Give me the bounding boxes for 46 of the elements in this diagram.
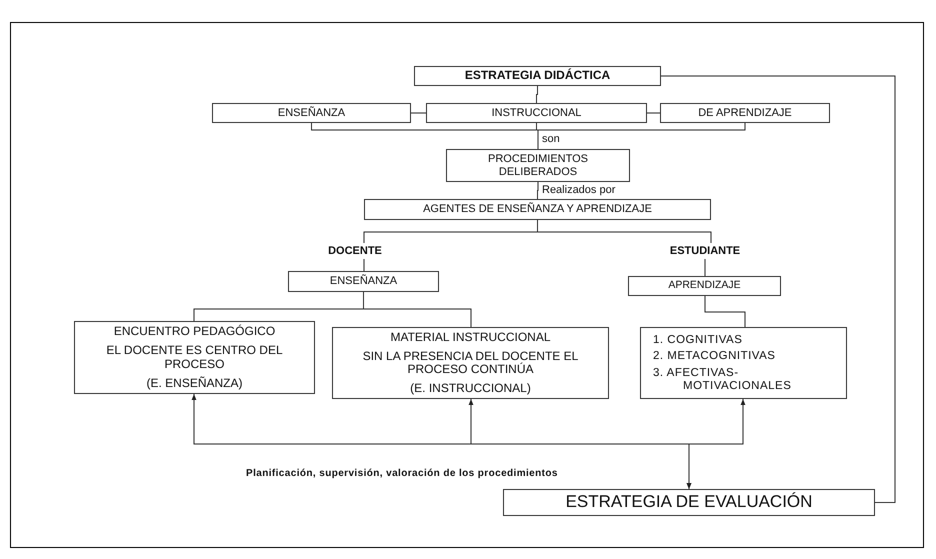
connector-line [538, 122, 746, 150]
box-text: ENSEÑANZA [278, 106, 346, 120]
process-box [212, 103, 411, 123]
process-box [628, 276, 781, 296]
process-box [446, 149, 630, 182]
box-text: (E. ENSEÑANZA) [146, 376, 242, 390]
process-box [660, 103, 830, 123]
connector-line [537, 182, 538, 200]
box-text: AGENTES DE ENSEÑANZA Y APRENDIZAJE [423, 203, 652, 216]
box-text: ENSEÑANZA [330, 275, 398, 288]
role-label: DOCENTE [328, 244, 382, 258]
box-text: MATERIAL INSTRUCCIONAL [390, 330, 551, 344]
edge-label: Realizados por [540, 184, 618, 196]
connector-line [410, 112, 426, 114]
box-text: DE APRENDIZAJE [698, 106, 792, 120]
evaluation-box [503, 489, 875, 516]
box-text: 2. METACOGNITIVAS [653, 350, 776, 363]
box-text: (E. INSTRUCCIONAL) [410, 382, 531, 396]
connector-line [660, 76, 896, 503]
title-box [414, 66, 661, 86]
process-box [426, 103, 647, 123]
box-text: 3. AFECTIVAS- MOTIVACIONALES [653, 367, 792, 392]
list-box [640, 327, 847, 399]
box-text: ESTRATEGIA DE EVALUACIÓN [566, 493, 812, 512]
box-text: ENCUENTRO PEDAGÓGICO [114, 325, 276, 338]
process-box [364, 199, 711, 220]
box-text: 1. COGNITIVAS [653, 334, 744, 346]
arrow [686, 398, 746, 490]
process-box [332, 327, 609, 399]
connector-line [704, 296, 746, 328]
connector-line [704, 258, 706, 276]
edge-label: son [540, 133, 562, 145]
box-text: INSTRUCCIONAL [492, 106, 582, 120]
connector-line [537, 220, 712, 244]
connector-line [646, 112, 660, 114]
box-text: APRENDIZAJE [668, 280, 741, 292]
connector-line [536, 86, 538, 104]
connector-line [363, 292, 472, 328]
process-box [74, 321, 315, 394]
role-label: ESTUDIANTE [670, 244, 740, 258]
box-text: SIN LA PRESENCIA DEL DOCENTE EL PROCESO CONTINÚA [362, 350, 580, 376]
box-text: EL DOCENTE ES CENTRO DEL PROCESO [105, 344, 284, 371]
box-text: PROCEDIMIENTOS DELIBERADOS [487, 153, 589, 178]
process-box [288, 271, 439, 292]
note-text: Planificación, supervisión, valoración de los procedimientos [246, 468, 558, 479]
box-text: ESTRATEGIA DIDÁCTICA [464, 69, 610, 83]
